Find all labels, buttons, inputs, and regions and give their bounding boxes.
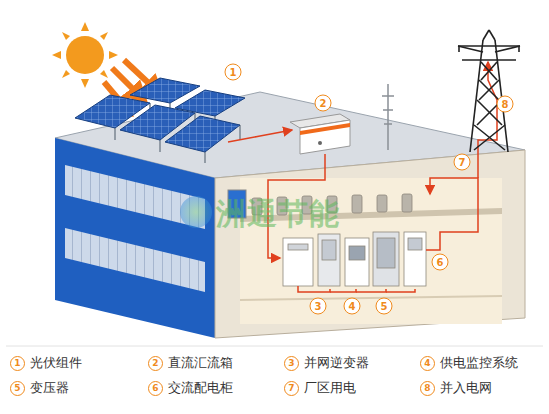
watermark: 洲通节能 bbox=[216, 194, 340, 235]
legend-number: 3 bbox=[284, 356, 299, 371]
callout-number: 6 bbox=[432, 254, 449, 271]
legend-number: 7 bbox=[284, 381, 299, 396]
wiring bbox=[228, 62, 497, 292]
legend-text: 光伏组件 bbox=[30, 354, 82, 372]
callout-number: 1 bbox=[225, 64, 242, 81]
legend-text: 并网逆变器 bbox=[304, 354, 369, 372]
watermark-logo bbox=[180, 196, 212, 228]
legend-number: 8 bbox=[420, 381, 435, 396]
legend-row: 1 光伏组件 bbox=[10, 354, 82, 372]
legend-row: 3 并网逆变器 bbox=[284, 354, 369, 372]
legend-text: 厂区用电 bbox=[304, 379, 356, 397]
legend-number: 2 bbox=[148, 356, 163, 371]
legend-row: 7 厂区用电 bbox=[284, 379, 356, 397]
callout-number: 7 bbox=[454, 154, 471, 171]
antenna bbox=[382, 84, 394, 150]
callout-number: 8 bbox=[497, 96, 514, 113]
pylon bbox=[458, 30, 520, 152]
legend-row: 2 直流汇流箱 bbox=[148, 354, 233, 372]
legend-number: 5 bbox=[10, 381, 25, 396]
legend-text: 直流汇流箱 bbox=[168, 354, 233, 372]
legend-text: 供电监控系统 bbox=[440, 354, 518, 372]
callout-number: 5 bbox=[376, 298, 393, 315]
building-front bbox=[215, 150, 525, 338]
combiner-box bbox=[290, 114, 350, 154]
legend-text: 交流配电柜 bbox=[168, 379, 233, 397]
legend-row: 5 变压器 bbox=[10, 379, 69, 397]
legend-number: 1 bbox=[10, 356, 25, 371]
legend-text: 并入电网 bbox=[440, 379, 492, 397]
legend-row: 4 供电监控系统 bbox=[420, 354, 518, 372]
cabinets bbox=[283, 232, 426, 286]
solar-panels bbox=[75, 78, 245, 152]
legend-text: 变压器 bbox=[30, 379, 69, 397]
legend-number: 6 bbox=[148, 381, 163, 396]
legend-row: 6 交流配电柜 bbox=[148, 379, 233, 397]
sun bbox=[52, 22, 118, 88]
building-side bbox=[55, 138, 215, 338]
callout-number: 3 bbox=[310, 298, 327, 315]
legend-row: 8 并入电网 bbox=[420, 379, 492, 397]
floor-line bbox=[240, 296, 502, 300]
legend-number: 4 bbox=[420, 356, 435, 371]
separator bbox=[6, 346, 543, 347]
window-band bbox=[65, 228, 205, 292]
callout-number: 2 bbox=[315, 95, 332, 112]
callout-number: 4 bbox=[344, 298, 361, 315]
